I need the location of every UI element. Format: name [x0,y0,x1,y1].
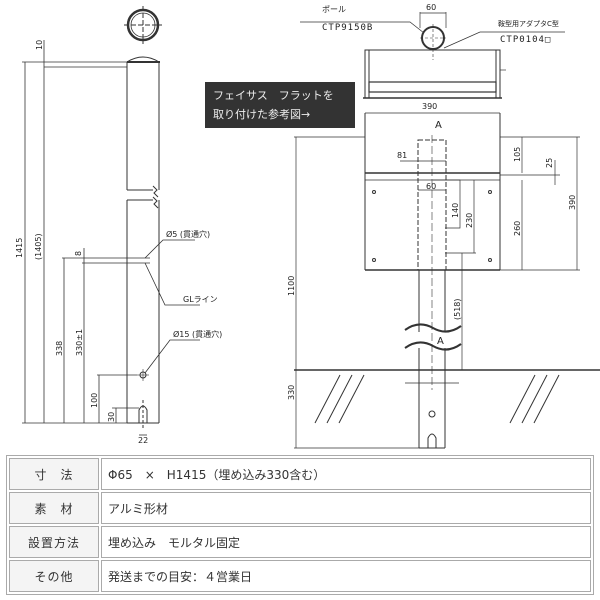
label-hole-large: Ø15 (貫通穴) [173,329,222,339]
assembly-front-view [294,112,600,449]
dim-total: 1415 [15,238,24,258]
callout-line-1: フェイサス フラットを [213,89,334,102]
dim-hole-height: 100 [90,393,99,408]
pole-side-view [126,56,160,430]
spec-table: 寸 法 Φ65 × H1415（埋め込み330含む） 素 材 アルミ形材 設置方… [6,455,594,595]
dim-pole-width: 60 [426,3,436,12]
spec-value: アルミ形材 [101,492,591,524]
dim-260: 260 [513,221,522,236]
left-dimension-lines [22,40,200,436]
spec-label: その他 [9,560,99,592]
spec-value: 埋め込み モルタル固定 [101,526,591,558]
spec-value: 発送までの目安：４営業日 [101,560,591,592]
dim-338: 338 [55,341,64,356]
table-row: 設置方法 埋め込み モルタル固定 [9,526,591,558]
callout-line-2: 取り付けた参考図→ [213,108,311,121]
spec-label: 素 材 [9,492,99,524]
dim-81: 81 [397,151,407,160]
pole-top-view [124,6,162,44]
spec-label: 寸 法 [9,458,99,490]
dim-105: 105 [513,147,522,162]
right-assembly-drawing: ポール CTP9150B 鞍型用アダプタC型 CTP0104□ 60 390 [287,3,600,449]
dim-slot-height: 30 [107,412,116,422]
reference-callout: フェイサス フラットを 取り付けた参考図→ [205,82,355,128]
dim-518: (518) [453,298,462,320]
assembly-top-view [300,12,565,99]
table-row: 素 材 アルミ形材 [9,492,591,524]
label-adapter-code: CTP0104□ [500,35,551,45]
dim-gl-offset: 8 [74,251,83,256]
dim-total-paren: (1405) [34,233,43,260]
dim-330-embed: 330 [287,385,296,400]
dim-230: 230 [465,213,474,228]
front-dimension-lines [294,136,580,449]
table-row: 寸 法 Φ65 × H1415（埋め込み330含む） [9,458,591,490]
dim-25: 25 [545,158,554,168]
dim-330-tol: 330±1 [75,329,84,356]
table-row: その他 発送までの目安：４営業日 [9,560,591,592]
dim-top-width: 390 [422,102,437,111]
label-adapter: 鞍型用アダプタC型 [498,19,559,28]
label-hole-small: Ø5 (貫通穴) [166,229,210,239]
spec-label: 設置方法 [9,526,99,558]
left-pole-drawing: 10 1415 (1405) 8 338 330±1 100 30 22 Ø5 … [15,6,222,445]
section-a-bottom: A [437,336,444,347]
label-gl-line: GLライン [183,295,218,304]
dim-140: 140 [451,203,460,218]
dim-60: 60 [426,182,436,191]
dim-cap: 10 [35,40,44,50]
dim-390: 390 [568,195,577,210]
spec-value: Φ65 × H1415（埋め込み330含む） [101,458,591,490]
label-pole: ポール [322,5,346,14]
label-pole-code: CTP9150B [322,23,373,33]
dim-slot-width: 22 [138,436,148,445]
dim-1100: 1100 [287,276,296,296]
technical-drawing: 10 1415 (1405) 8 338 330±1 100 30 22 Ø5 … [15,3,600,449]
section-a-top: A [435,120,442,131]
